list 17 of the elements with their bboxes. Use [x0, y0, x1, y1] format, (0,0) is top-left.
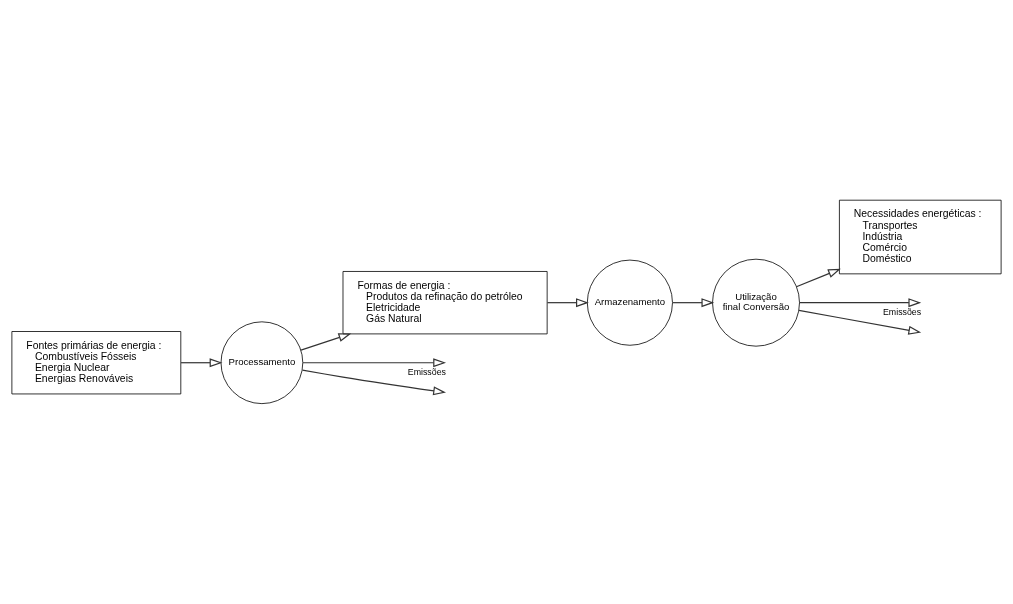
- edge-label: Emissões: [407, 366, 446, 377]
- arrow: [300, 333, 352, 351]
- arrow: [798, 309, 922, 335]
- edge-label: Emissões: [883, 306, 922, 317]
- arrow: [302, 358, 447, 368]
- node-box: Necessidades energéticas : Transportes Indústria Comércio Doméstico: [839, 199, 1002, 275]
- arrow: [180, 358, 223, 368]
- arrow: [672, 298, 715, 308]
- node-box: Formas de energia : Produtos da refinação do petróleo Eletricidade Gás Natural: [342, 271, 548, 335]
- node-circle: Utilização final Conversão: [712, 258, 800, 347]
- arrow: [546, 298, 589, 308]
- node-circle: Processamento: [220, 321, 304, 405]
- arrow: [798, 298, 922, 308]
- arrow: [795, 268, 841, 288]
- node-box: Fontes primárias de energia : Combustíveis Fósseis Energia Nuclear Energias Renováveis: [11, 331, 182, 395]
- node-circle: Armazenamento: [586, 259, 673, 346]
- arrow: [301, 369, 447, 396]
